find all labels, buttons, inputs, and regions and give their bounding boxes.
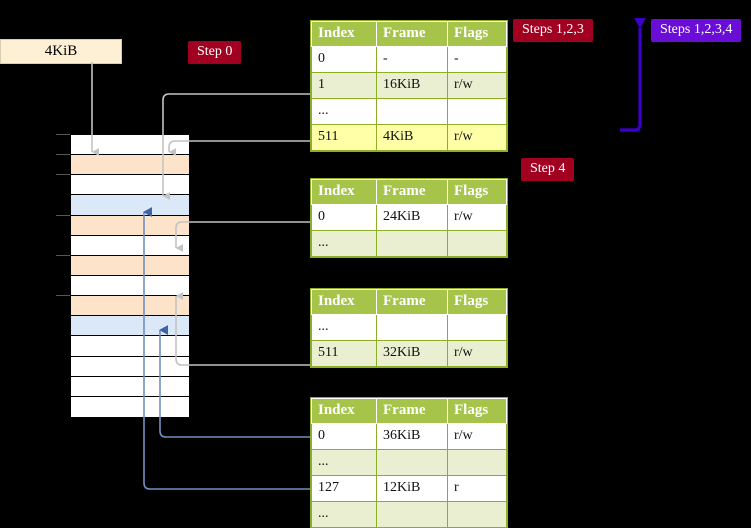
cell-index: 1 bbox=[311, 72, 377, 99]
column-header-flags: Flags bbox=[447, 21, 507, 47]
cell-flags bbox=[447, 230, 507, 257]
memory-row-tick bbox=[56, 134, 70, 135]
cell-frame: 32KiB bbox=[376, 340, 448, 367]
cell-index: ... bbox=[311, 314, 377, 341]
table-header-row: Index Frame Flags bbox=[311, 289, 507, 315]
memory-frame-row bbox=[71, 276, 189, 297]
cell-index: 511 bbox=[311, 340, 377, 367]
cell-frame: - bbox=[376, 46, 448, 73]
column-header-index: Index bbox=[311, 398, 377, 424]
table-header-row: Index Frame Flags bbox=[311, 179, 507, 205]
table-row: ... bbox=[311, 501, 507, 528]
memory-row-tick bbox=[56, 214, 70, 216]
page-size-box: 4KiB bbox=[0, 39, 122, 64]
cell-frame: 4KiB bbox=[376, 124, 448, 151]
column-header-frame: Frame bbox=[376, 398, 448, 424]
table-row: 0 24KiB r/w bbox=[311, 204, 507, 231]
table-row: 0 - - bbox=[311, 46, 507, 73]
cell-index: 127 bbox=[311, 475, 377, 502]
table-row: 0 36KiB r/w bbox=[311, 423, 507, 450]
table-row: 1 16KiB r/w bbox=[311, 72, 507, 99]
cell-flags: r/w bbox=[447, 340, 507, 367]
table-row: ... bbox=[311, 98, 507, 125]
column-header-flags: Flags bbox=[447, 289, 507, 315]
memory-row-tick bbox=[56, 254, 70, 256]
pt-table: Index Frame Flags 0 36KiB r/w ... 127 12… bbox=[311, 398, 507, 528]
step0-badge: Step 0 bbox=[188, 41, 242, 64]
cell-index: 0 bbox=[311, 46, 377, 73]
cell-flags: r/w bbox=[447, 204, 507, 231]
steps123-badge: Steps 1,2,3 bbox=[513, 19, 593, 42]
column-header-index: Index bbox=[311, 289, 377, 315]
cell-flags bbox=[447, 449, 507, 476]
memory-frame-row bbox=[71, 336, 189, 357]
column-header-flags: Flags bbox=[447, 179, 507, 205]
memory-frame-row bbox=[71, 155, 189, 176]
physical-memory-grid bbox=[70, 134, 190, 417]
column-header-index: Index bbox=[311, 179, 377, 205]
column-header-frame: Frame bbox=[376, 179, 448, 205]
memory-frame-row bbox=[71, 356, 189, 377]
step4-badge: Step 4 bbox=[521, 158, 575, 181]
table-header-row: Index Frame Flags bbox=[311, 21, 507, 47]
pml4-table: Index Frame Flags 0 - - 1 16KiB r/w ... bbox=[311, 21, 507, 151]
column-header-index: Index bbox=[311, 21, 377, 47]
table-header-row: Index Frame Flags bbox=[311, 398, 507, 424]
pd-table: Index Frame Flags ... 511 32KiB r/w bbox=[311, 289, 507, 367]
cell-index: ... bbox=[311, 449, 377, 476]
cell-flags: r/w bbox=[447, 423, 507, 450]
cell-index: 0 bbox=[311, 204, 377, 231]
table-row: 127 12KiB r bbox=[311, 475, 507, 502]
cell-index: ... bbox=[311, 501, 377, 528]
cell-frame: 36KiB bbox=[376, 423, 448, 450]
memory-frame-row bbox=[71, 296, 189, 317]
page-size-label: 4KiB bbox=[44, 43, 78, 59]
cell-frame bbox=[376, 501, 448, 528]
cell-flags: r/w bbox=[447, 72, 507, 99]
memory-frame-row bbox=[71, 235, 189, 256]
memory-row-tick bbox=[56, 154, 70, 156]
cell-frame bbox=[376, 314, 448, 341]
cell-frame: 24KiB bbox=[376, 204, 448, 231]
cell-frame bbox=[376, 449, 448, 476]
memory-frame-row bbox=[71, 135, 189, 156]
cell-flags: r/w bbox=[447, 124, 507, 151]
cell-flags bbox=[447, 314, 507, 341]
table-row: ... bbox=[311, 314, 507, 341]
memory-frame-row bbox=[71, 215, 189, 236]
column-header-frame: Frame bbox=[376, 289, 448, 315]
cell-index: 511 bbox=[311, 124, 377, 151]
table-row: 511 4KiB r/w bbox=[311, 124, 507, 151]
cell-frame: 12KiB bbox=[376, 475, 448, 502]
cell-index: ... bbox=[311, 98, 377, 125]
memory-frame-row bbox=[71, 316, 189, 337]
cell-flags bbox=[447, 98, 507, 125]
pdp-table: Index Frame Flags 0 24KiB r/w ... bbox=[311, 179, 507, 257]
table-row: ... bbox=[311, 230, 507, 257]
column-header-frame: Frame bbox=[376, 21, 448, 47]
cell-index: 0 bbox=[311, 423, 377, 450]
memory-frame-row bbox=[71, 396, 189, 417]
memory-frame-row bbox=[71, 195, 189, 216]
cell-frame bbox=[376, 230, 448, 257]
table-row: 511 32KiB r/w bbox=[311, 340, 507, 367]
memory-row-tick bbox=[56, 174, 70, 176]
memory-frame-row bbox=[71, 376, 189, 397]
memory-frame-row bbox=[71, 255, 189, 276]
steps1234-badge: Steps 1,2,3,4 bbox=[651, 19, 742, 42]
memory-row-tick bbox=[56, 295, 70, 297]
cell-flags: r bbox=[447, 475, 507, 502]
cell-frame bbox=[376, 98, 448, 125]
cell-flags bbox=[447, 501, 507, 528]
memory-frame-row bbox=[71, 175, 189, 196]
cell-index: ... bbox=[311, 230, 377, 257]
column-header-flags: Flags bbox=[447, 398, 507, 424]
cell-flags: - bbox=[447, 46, 507, 73]
cell-frame: 16KiB bbox=[376, 72, 448, 99]
table-row: ... bbox=[311, 449, 507, 476]
